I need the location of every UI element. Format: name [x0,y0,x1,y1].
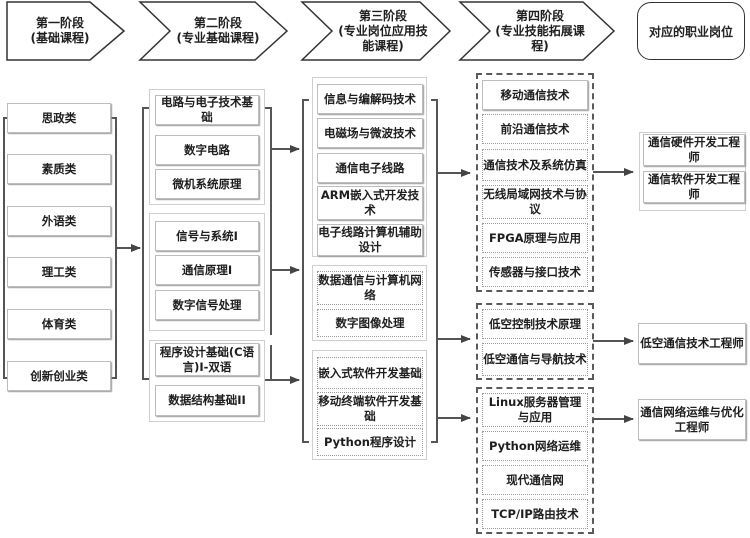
stage4-group-3 [476,387,594,534]
course-box: 素质类 [7,154,111,184]
career-box: 通信软件开发工程师 [643,171,745,203]
stage-1-subtitle: (基础课程) [30,31,90,45]
course-box: 传感器与接口技术 [482,257,588,287]
career-box: 低空通信技术工程师 [638,323,746,364]
course-box: FPGA原理与应用 [482,223,588,253]
stage3-left-bracket [302,99,309,443]
course-box: 嵌入式软件开发基础 [317,357,423,389]
stage2-g1-right [265,107,272,200]
course-box: 数字信号处理 [155,290,259,320]
course-box: 数字电路 [155,135,259,165]
course-box: 电磁场与微波技术 [317,118,423,148]
course-box: TCP/IP路由技术 [482,499,588,529]
course-box: 思政类 [7,103,111,133]
course-box: 体育类 [7,309,111,339]
course-box: 信息与编解码技术 [317,84,423,114]
course-box: 通信电子线路 [317,153,423,183]
course-box: 数字图像处理 [317,309,423,337]
stage-1-chevron [6,1,126,61]
course-box: 移动终端软件开发基础 [317,392,423,426]
course-box: 移动通信技术 [482,80,588,110]
stage4-group-2 [476,303,594,380]
stage-1-header: 第一阶段(基础课程) [10,6,110,56]
course-box: ARM嵌入式开发技术 [317,186,423,220]
stage-2-header: 第二阶段(专业基础课程) [168,6,268,56]
stage-4-chevron [458,1,616,61]
course-box: 信号与系统I [155,221,259,251]
stage-4-title: 第四阶段 [515,8,564,23]
course-box: 数据通信与计算机网络 [317,271,423,305]
stage4-group-1 [476,73,594,292]
course-box: 现代通信网 [482,465,588,495]
course-box: 创新创业类 [7,361,111,391]
stage-2-title: 第二阶段 [193,16,242,30]
course-box: 电子线路计算机辅助设计 [317,224,423,256]
course-box: 微机系统原理 [155,169,259,199]
course-box: Linux服务器管理与应用 [482,393,588,427]
course-box: 程序设计基础(C语言)I-双语 [155,343,259,376]
career-header: 对应的职业岗位 [637,2,745,60]
course-box: 数据结构基础II [155,385,259,416]
stage-2-subtitle: (专业基础课程) [176,31,260,45]
course-box: 前沿通信技术 [482,114,588,144]
course-box: 电路与电子技术基础 [155,95,259,125]
stage-3-chevron [300,1,452,61]
stage-2-chevron [138,1,289,61]
stage-3-header: 第三阶段(专业岗位应用技能课程) [335,4,431,58]
stage-4-subtitle: (专业技能拓展课程) [495,23,585,53]
stage3-right-bracket [431,99,438,443]
stage-1-title: 第一阶段 [35,16,84,30]
stage-3-subtitle: (专业岗位应用技能课程) [338,23,428,53]
course-box: Python网络运维 [482,431,588,461]
course-box: 通信原理I [155,255,259,285]
course-box: 理工类 [7,257,111,287]
stage-3-title: 第三阶段 [358,8,407,23]
course-box: 低空控制技术原理 [482,309,588,339]
course-box: 无线局域网技术与协议 [482,185,588,219]
course-box: 低空通信与导航技术 [482,343,588,376]
career-box: 通信网络运维与优化工程师 [638,399,746,440]
course-box: 通信技术及系统仿真 [482,149,588,181]
course-box: 外语类 [7,206,111,236]
course-box: Python程序设计 [317,428,423,456]
stage2-g3-right [265,345,272,381]
career-box: 通信硬件开发工程师 [643,134,745,166]
stage-4-header: 第四阶段(专业技能拓展课程) [494,4,586,58]
